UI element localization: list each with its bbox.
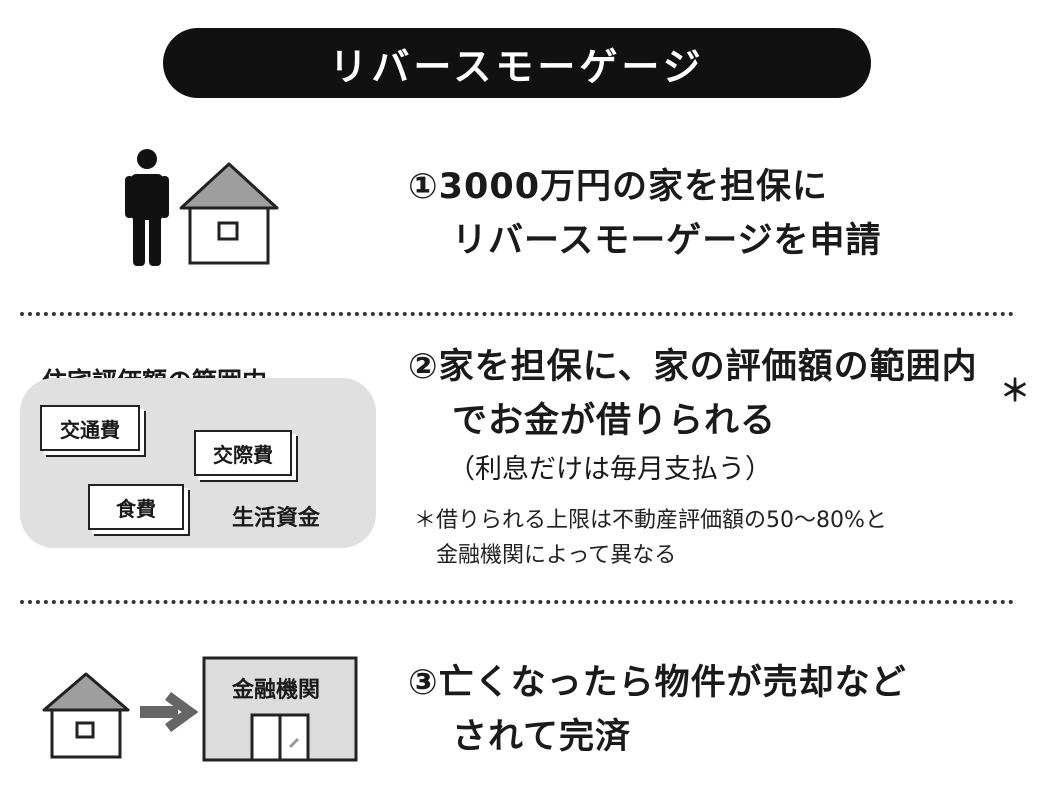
step-2-sub: （利息だけは毎月支払う） bbox=[448, 454, 772, 485]
footnote-line-1: ＊借りられる上限は不動産評価額の50〜80%と bbox=[414, 508, 887, 533]
bank-label: 金融機関 bbox=[232, 678, 321, 703]
step-3-text: ③亡くなったら物件が売却など されて完済 bbox=[408, 656, 907, 764]
step-2-line-1: ②家を担保に、家の評価額の範囲内 bbox=[408, 347, 978, 387]
divider-1 bbox=[20, 312, 1014, 316]
card-food: 食費 bbox=[88, 484, 184, 530]
step-3-line-2: されて完済 bbox=[452, 717, 631, 757]
step-1-line-1: ①3000万円の家を担保に bbox=[408, 167, 829, 207]
living-funds-label: 生活資金 bbox=[232, 506, 321, 531]
step-1-text: ①3000万円の家を担保に リバースモーゲージを申請 bbox=[408, 160, 882, 268]
card-transport: 交通費 bbox=[40, 405, 140, 451]
house-icon bbox=[179, 162, 279, 265]
person-icon bbox=[125, 149, 169, 266]
footnote-line-2: 金融機関によって異なる bbox=[436, 543, 677, 568]
house-icon-small bbox=[42, 672, 130, 759]
step-2-text: ②家を担保に、家の評価額の範囲内 でお金が借りられる bbox=[408, 340, 978, 448]
title-banner: リバースモーゲージ bbox=[163, 28, 871, 98]
step-1-line-2: リバースモーゲージを申請 bbox=[452, 221, 882, 261]
page-title: リバースモーゲージ bbox=[329, 44, 705, 89]
arrow-right-icon bbox=[140, 692, 198, 732]
divider-2 bbox=[20, 600, 1014, 604]
step-3-line-1: ③亡くなったら物件が売却など bbox=[408, 663, 907, 703]
card-social: 交際費 bbox=[194, 430, 292, 476]
step-2-line-2: でお金が借りられる bbox=[452, 401, 777, 441]
step-2-asterisk: ＊ bbox=[1000, 374, 1030, 409]
bank-building-icon bbox=[202, 656, 358, 762]
